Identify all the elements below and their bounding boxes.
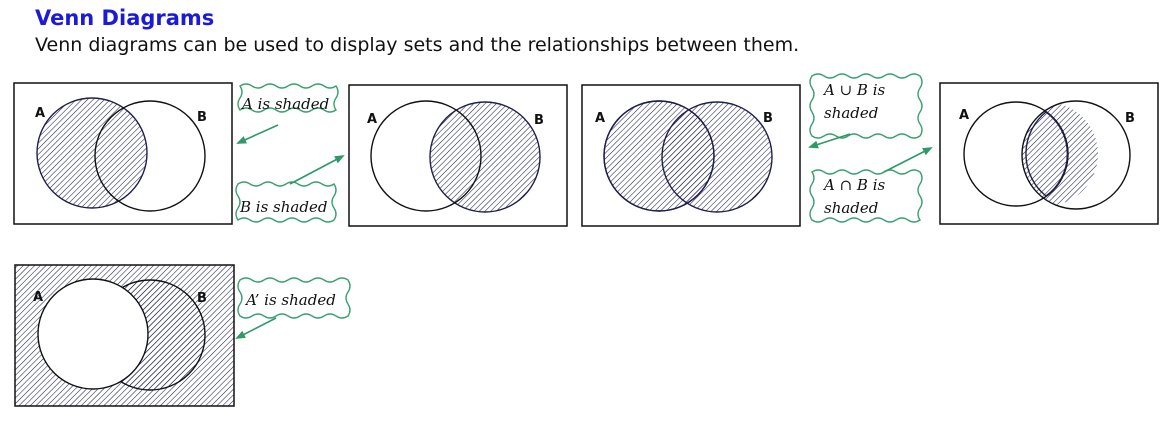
- note-b-shaded: B is shaded: [235, 181, 337, 223]
- set-a-label: A: [367, 112, 377, 127]
- set-b-label: B: [534, 113, 544, 128]
- arrow-to-a-diagram: [236, 124, 279, 144]
- note-text-line1: A ∩ B is: [822, 176, 886, 194]
- set-a-label: A: [33, 290, 43, 305]
- venn-b-shaded: A B: [348, 84, 568, 227]
- set-a-circle: [370, 100, 482, 212]
- set-b-label: B: [197, 110, 207, 125]
- arrow-to-complement-diagram: [235, 317, 277, 339]
- note-text: A’ is shaded: [244, 291, 336, 309]
- note-a-shaded: A is shaded: [237, 83, 339, 113]
- page-title: Venn Diagrams: [35, 6, 215, 30]
- arrow-to-b-diagram: [289, 155, 345, 185]
- note-border: [237, 277, 351, 319]
- note-text: A is shaded: [240, 95, 329, 113]
- set-b-circle: [1021, 100, 1131, 210]
- note-union-shaded: A ∪ B is shaded: [809, 73, 923, 139]
- arrow-to-intersection-diagram: [883, 147, 933, 173]
- set-a-outline: [603, 100, 715, 212]
- note-intersection-shaded: A ∩ B is shaded: [809, 169, 923, 223]
- set-a-label: A: [959, 108, 969, 123]
- intersection-outline: [1025, 111, 1068, 197]
- note-border: [809, 169, 923, 223]
- note-text-line2: shaded: [824, 104, 878, 122]
- set-a-label: A: [35, 106, 45, 121]
- set-a-circle: [36, 97, 148, 209]
- note-text: B is shaded: [239, 198, 327, 216]
- note-border: [237, 83, 339, 113]
- venn-a-shaded: A B: [13, 82, 233, 225]
- venn-intersection-shaded: A B: [939, 82, 1159, 225]
- venn-complement-shaded: A B: [14, 264, 235, 407]
- page-subtitle: Venn diagrams can be used to display set…: [35, 34, 800, 56]
- set-b-label: B: [763, 111, 773, 126]
- intersection-region: [1022, 102, 1098, 206]
- note-text-line2: shaded: [824, 199, 878, 217]
- set-a-circle: [37, 278, 149, 390]
- arrow-to-union-diagram: [808, 133, 851, 149]
- note-border: [809, 73, 923, 139]
- note-text-line1: A ∪ B is: [822, 81, 886, 99]
- set-b-circle: [429, 101, 541, 213]
- note-complement-shaded: A’ is shaded: [237, 277, 351, 319]
- set-b-circle: [94, 100, 206, 212]
- set-b-circle: [661, 101, 773, 213]
- set-a-label: A: [595, 111, 605, 126]
- set-b-label: B: [1125, 111, 1135, 126]
- note-border: [235, 181, 337, 223]
- set-b-label: B: [197, 291, 207, 306]
- venn-union-shaded: A B: [581, 84, 801, 227]
